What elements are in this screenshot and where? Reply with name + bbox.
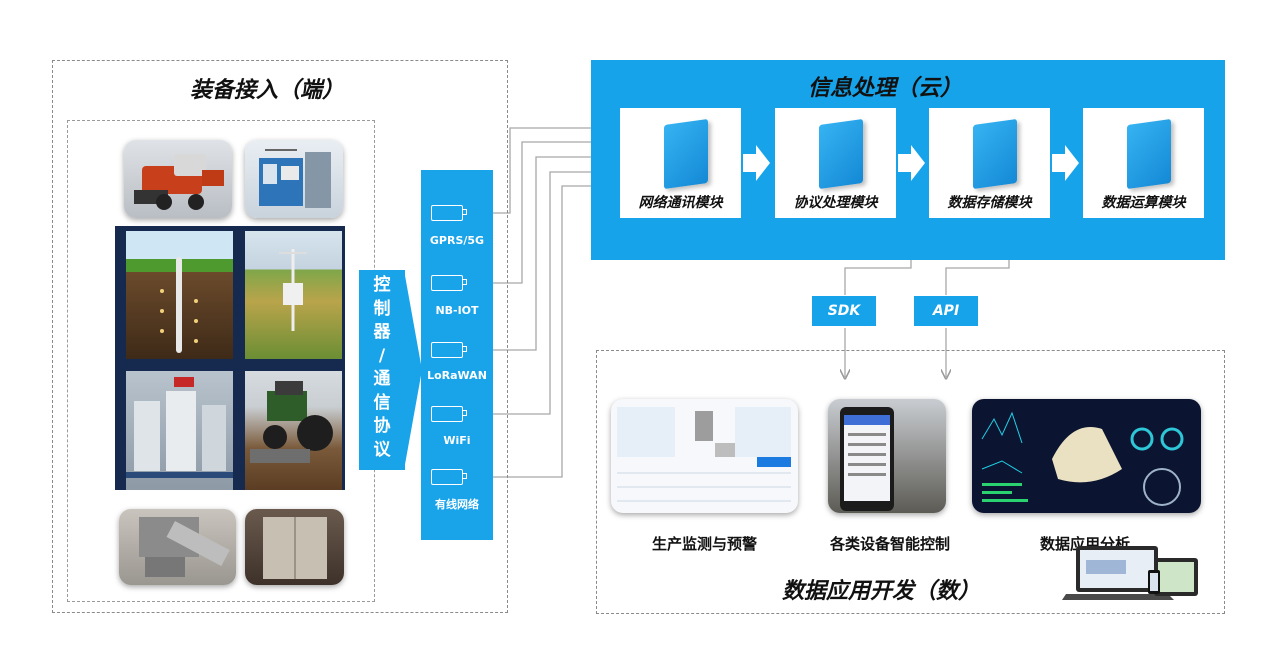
weather-station-photo — [245, 231, 342, 359]
apps-box — [596, 350, 1225, 614]
arrow-right-icon — [743, 145, 770, 181]
controller-arrow — [404, 270, 422, 470]
network-label: 有线网络 — [435, 498, 479, 511]
cloud-title: 信息处理（云） — [808, 76, 963, 101]
network-module-icon — [431, 205, 467, 221]
module-label: 数据运算模块 — [1101, 195, 1186, 211]
control-app-screenshot — [828, 399, 946, 513]
controller-char: 制 — [373, 298, 391, 319]
module-network-comm: 网络通讯模块 — [620, 108, 741, 218]
module-protocol: 协议处理模块 — [775, 108, 896, 218]
network-panel — [421, 170, 493, 540]
link-line-1 — [483, 128, 622, 214]
sdk-tag: SDK — [812, 296, 876, 326]
network-label: GPRS/5G — [429, 234, 485, 247]
app-label: 各类设备智能控制 — [829, 535, 950, 553]
control-cabinet-photo — [126, 371, 233, 490]
network-module-icon — [431, 342, 467, 358]
controller-protocol-box: 控 制 器 / 通 信 协 议 — [359, 270, 405, 470]
terminal-outer-box — [52, 60, 508, 613]
controller-char: 控 — [373, 275, 391, 295]
devices-illustration — [1062, 546, 1198, 600]
network-module-icon — [431, 275, 467, 291]
link-line-3 — [483, 157, 622, 351]
analysis-dashboard-screenshot — [972, 399, 1201, 513]
controller-char: 器 — [373, 322, 391, 342]
storage-room-photo — [245, 509, 344, 585]
network-label: WiFi — [443, 434, 471, 447]
harvester-photo — [124, 140, 232, 218]
api-tag: API — [914, 296, 978, 326]
link-line-2 — [483, 142, 622, 284]
app-label: 生产监测与预警 — [651, 535, 757, 553]
arrow-right-icon — [898, 145, 925, 181]
link-line-4 — [483, 172, 622, 415]
controller-char: 信 — [373, 392, 391, 413]
network-module-icon — [431, 406, 467, 422]
water-station-photo — [245, 140, 343, 218]
monitoring-app-screenshot — [611, 399, 798, 513]
module-label: 数据存储模块 — [947, 195, 1032, 211]
module-arrows — [743, 145, 1079, 181]
apps-title: 数据应用开发（数） — [782, 579, 981, 604]
controller-char: / — [378, 345, 386, 366]
module-label: 协议处理模块 — [793, 195, 878, 211]
network-module-icon — [431, 469, 467, 485]
terminal-title: 装备接入（端） — [190, 78, 345, 103]
controller-char: 协 — [373, 416, 391, 436]
module-label: 网络通讯模块 — [638, 195, 723, 211]
arrow-right-icon — [1052, 145, 1079, 181]
module-storage: 数据存储模块 — [929, 108, 1050, 218]
tractor-photo — [245, 371, 342, 490]
network-label: LoRaWAN — [427, 369, 487, 382]
module-computing: 数据运算模块 — [1083, 108, 1204, 218]
conveyor-photo — [119, 509, 236, 585]
controller-char: 议 — [373, 439, 391, 460]
controller-char: 通 — [373, 369, 391, 389]
network-label: NB-IOT — [435, 304, 479, 317]
soil-sensor-photo — [126, 231, 233, 359]
